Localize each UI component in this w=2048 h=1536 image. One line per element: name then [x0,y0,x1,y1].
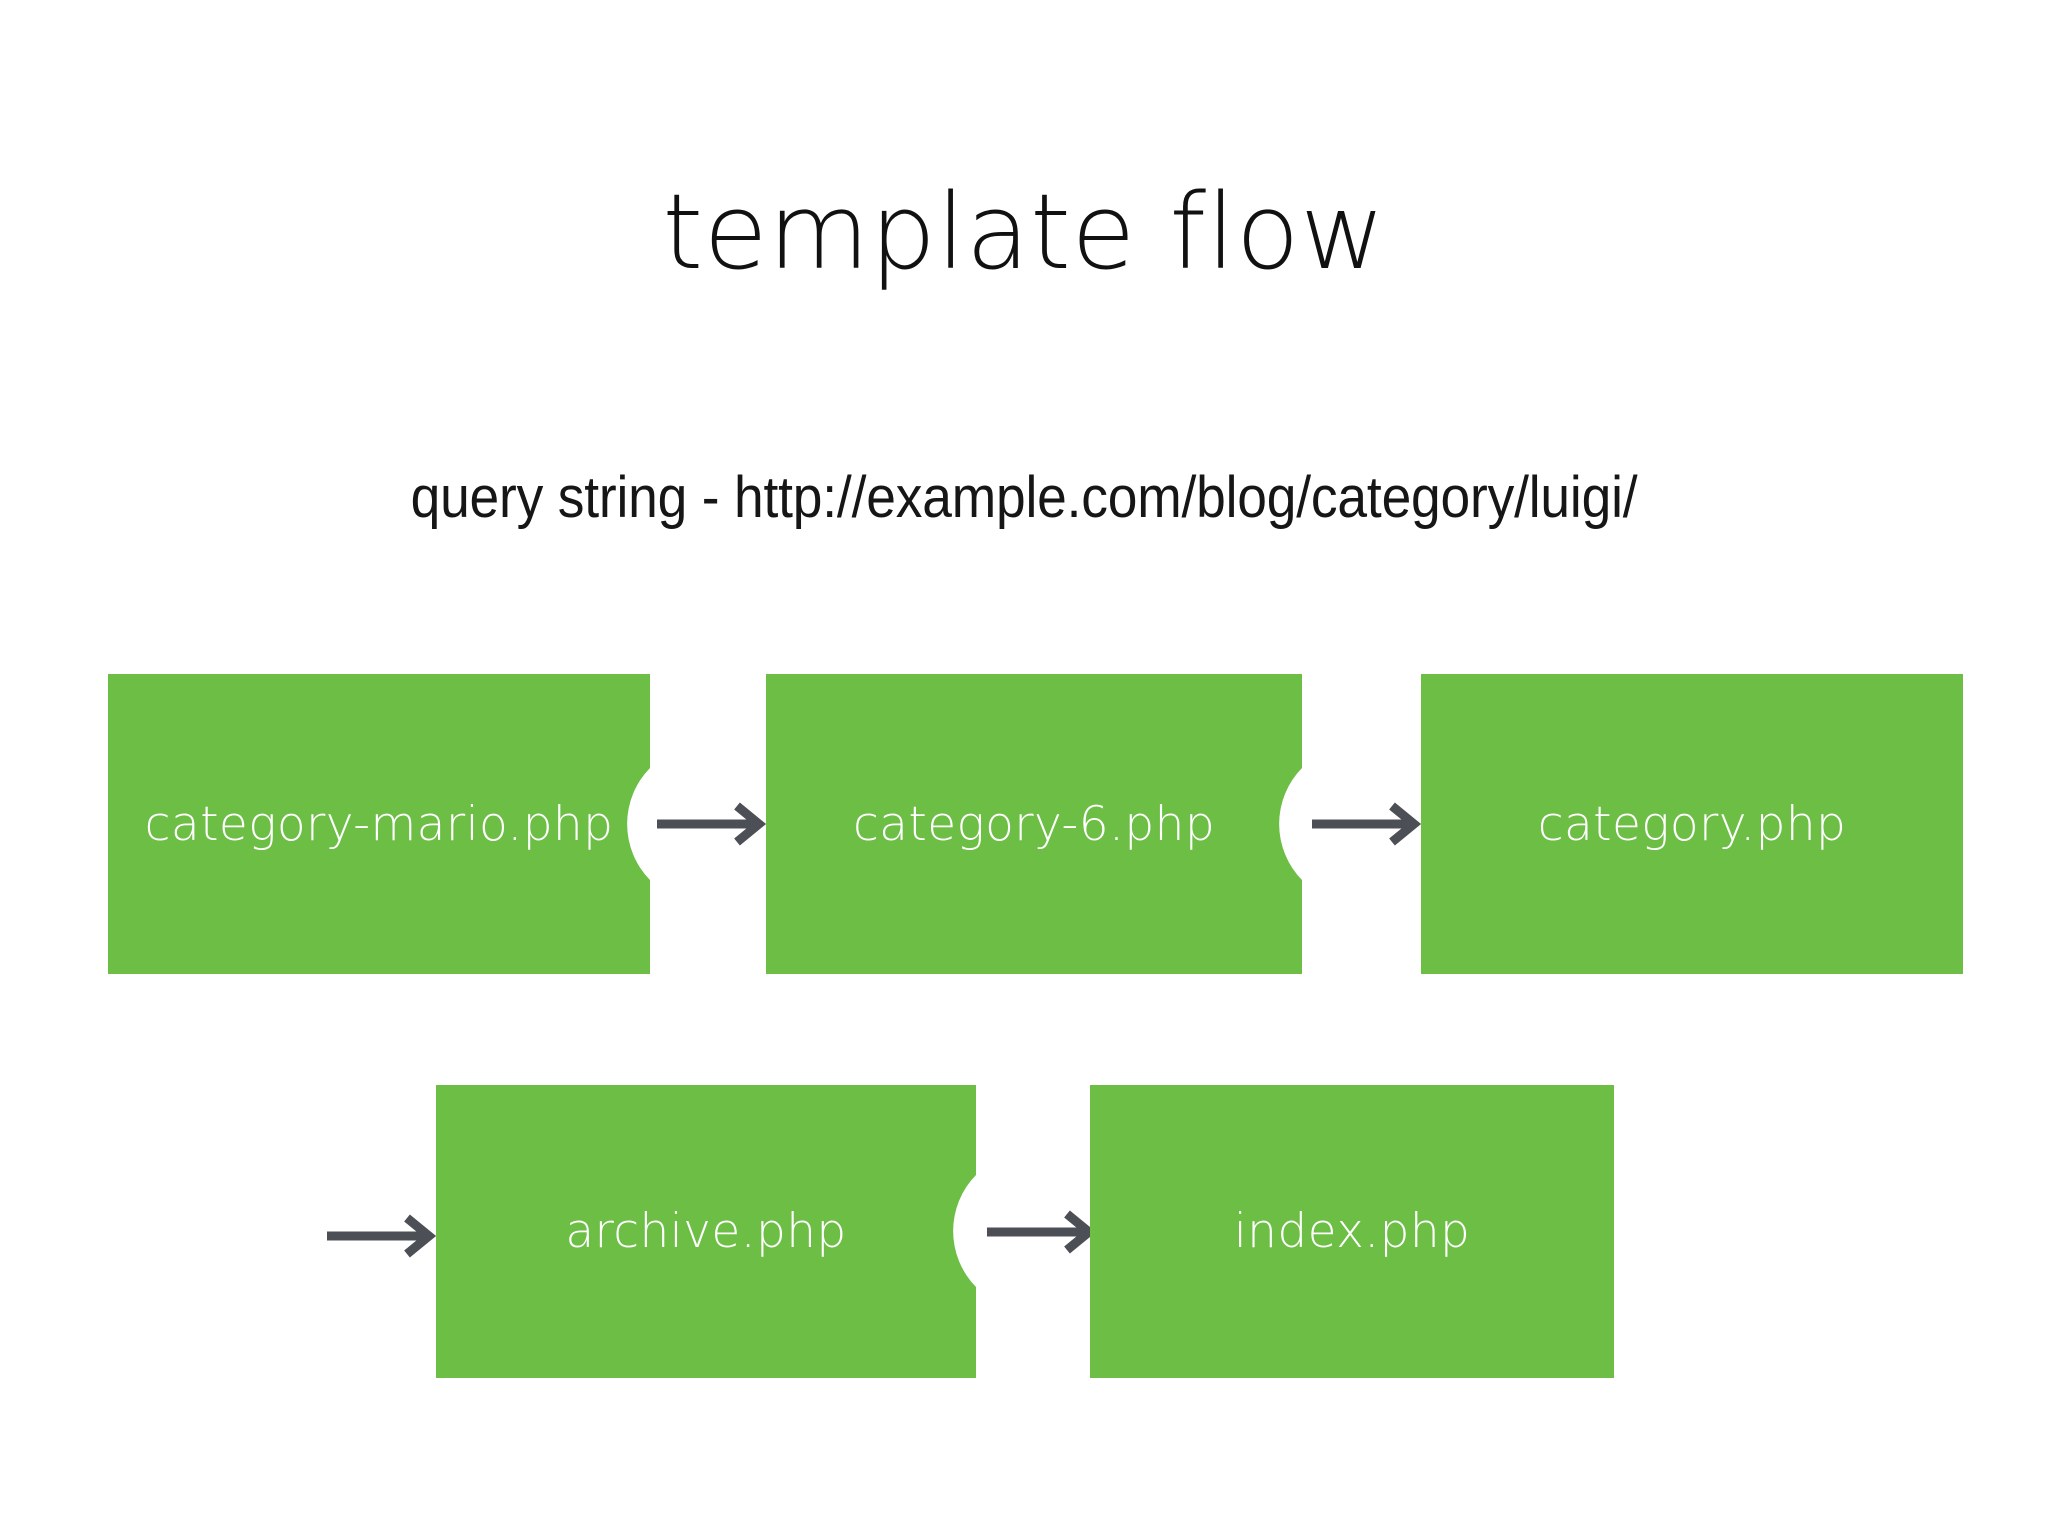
arrow-right-icon-4 [985,1208,1105,1256]
arrow-right-icon-2 [1310,800,1430,848]
node-shape [766,674,1302,974]
arrow-glyph [327,1214,437,1258]
node-shape [1421,674,1963,974]
slide-subtitle: query string - http://example.com/blog/c… [410,465,1638,530]
node-shape [108,674,650,974]
flow-node-index[interactable]: index.php [1090,1085,1614,1378]
node-shape [1090,1085,1614,1378]
flow-node-category[interactable]: category.php [1421,674,1963,974]
arrow-right-icon-1 [655,800,775,848]
page-title: template flow [662,171,1386,293]
flow-node-archive[interactable]: archive.php [436,1085,976,1378]
arrow-glyph [657,802,767,846]
flow-node-category-6[interactable]: category-6.php [766,674,1302,974]
arrow-right-icon-3 [325,1212,445,1260]
node-shape [436,1085,976,1378]
arrow-glyph [987,1210,1097,1254]
flow-node-category-mario[interactable]: category-mario.php [108,674,650,974]
arrow-glyph [1312,802,1422,846]
